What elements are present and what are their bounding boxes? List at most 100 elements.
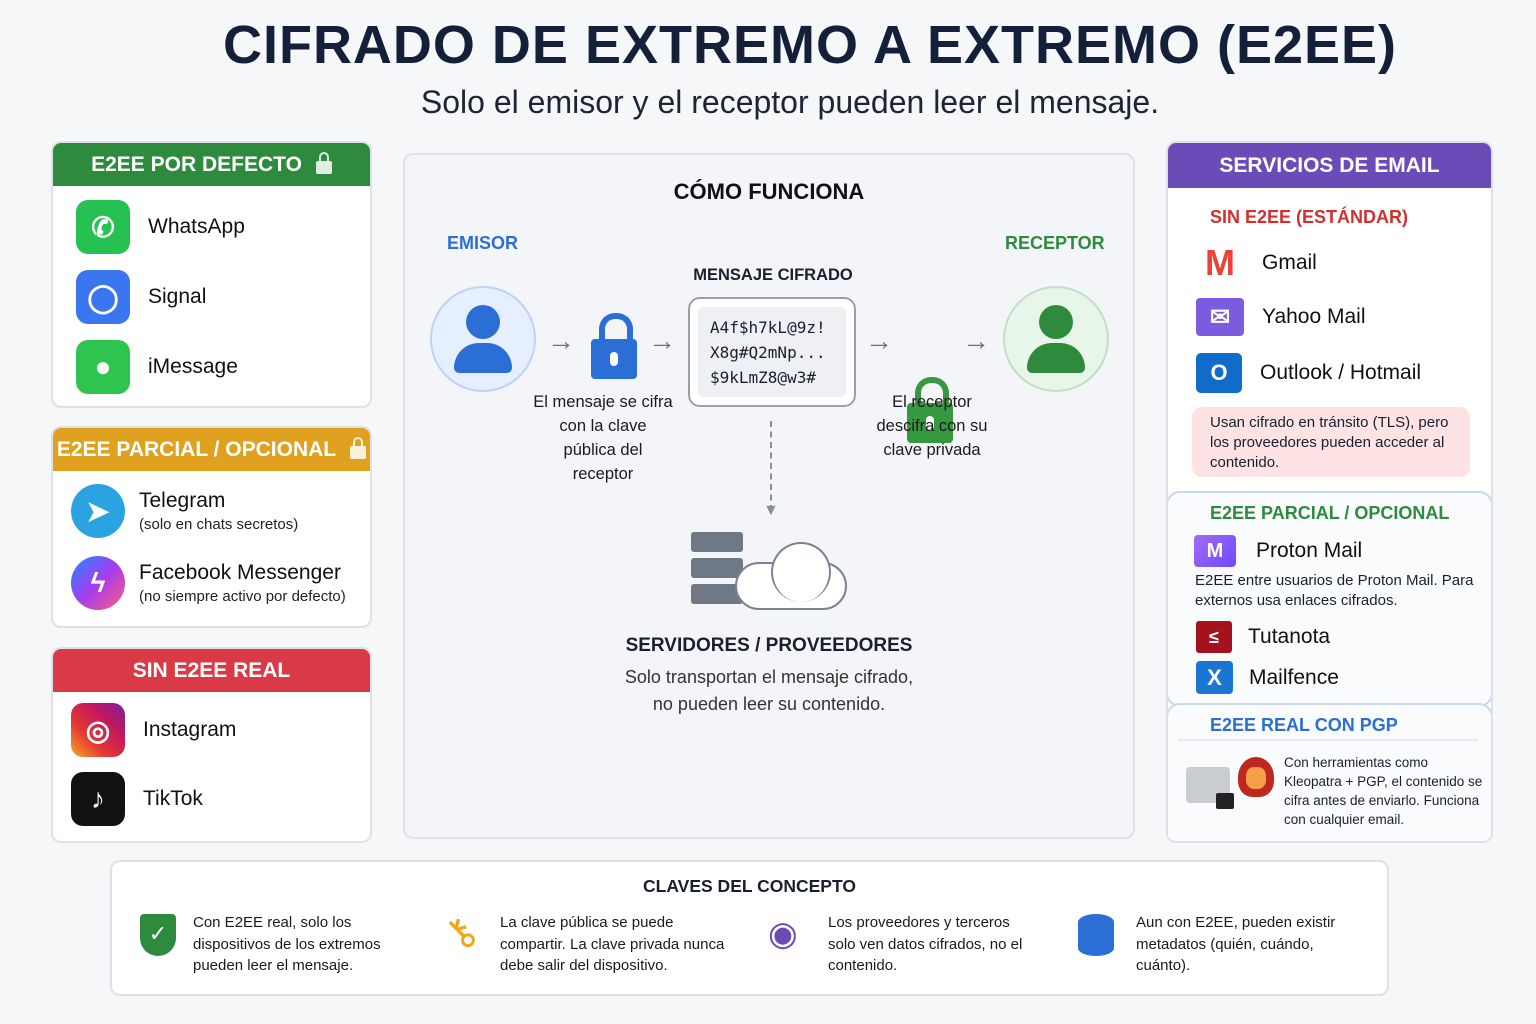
cipher-line: A4f$h7kL@9z! [710, 318, 826, 337]
email-name: Tutanota [1248, 625, 1331, 648]
standard-title: SIN E2EE (ESTÁNDAR) [1210, 207, 1409, 227]
outlook-icon: O [1196, 353, 1242, 393]
cipher-label: MENSAJE CIFRADO [693, 266, 853, 284]
public-lock-icon [591, 313, 637, 379]
email-gmail: M Gmail [1196, 242, 1317, 283]
concept-text: Con E2EE real, solo los dispositivos de … [193, 914, 381, 974]
page-subtitle: Solo el emisor y el receptor pueden leer… [420, 84, 1160, 120]
app-name: Facebook Messenger [139, 561, 341, 584]
pgp-text: Con herramientas como Kleopatra + PGP, e… [1284, 755, 1483, 827]
app-note: (solo en chats secretos) [139, 516, 299, 533]
arrow-icon: → [865, 325, 893, 356]
tiktok-icon: ♪ [71, 772, 125, 826]
arrow-icon: → [962, 325, 990, 356]
panel-header: E2EE PARCIAL / OPCIONAL [53, 428, 370, 471]
header-label: E2EE POR DEFECTO [91, 152, 302, 176]
arrow-icon: → [547, 325, 575, 356]
receiver-avatar-icon [1003, 286, 1109, 392]
sender-avatar-icon [430, 286, 536, 392]
panel-no-e2ee: SIN E2EE REAL ◎ Instagram ♪ TikTok [51, 647, 372, 843]
cipher-line: X8g#Q2mNp... [710, 343, 826, 362]
panel-header: SIN E2EE REAL [53, 649, 370, 692]
cipher-box: A4f$h7kL@9z! X8g#Q2mNp... $9kLmZ8@w3# [688, 297, 856, 407]
encrypt-caption: El mensaje se cifra con la clave pública… [533, 393, 673, 483]
panel-e2ee-partial: E2EE PARCIAL / OPCIONAL ➤ Telegram (solo e… [51, 426, 372, 628]
app-messenger: ϟ Facebook Messenger (no siempre activo po… [71, 556, 346, 610]
lock-icon [315, 152, 332, 174]
email-tutanota: ≤ Tutanota [1196, 621, 1330, 653]
app-name: WhatsApp [148, 215, 245, 238]
concept-text: Aun con E2EE, pueden existir metadatos (… [1136, 914, 1336, 974]
page-title: CIFRADO DE EXTREMO A EXTREMO (E2EE) [222, 15, 1398, 75]
partial-title: E2EE PARCIAL / OPCIONAL [1210, 503, 1450, 523]
signal-icon: ◯ [76, 270, 130, 324]
imessage-icon: ● [76, 340, 130, 394]
proton-mail-icon: M [1194, 535, 1236, 567]
messenger-icon: ϟ [71, 556, 125, 610]
cipher-line: $9kLmZ8@w3# [710, 368, 816, 387]
kleopatra-icon [1238, 757, 1274, 797]
app-name: TikTok [143, 787, 203, 810]
panel-header: E2EE POR DEFECTO [53, 143, 370, 186]
arrow-icon: → [648, 325, 676, 356]
email-name: Mailfence [1249, 665, 1339, 689]
telegram-icon: ➤ [71, 484, 125, 538]
dashed-connector [770, 421, 772, 511]
email-services-panel: SERVICIOS DE EMAIL SIN E2EE (ESTÁNDAR) M… [1166, 141, 1493, 843]
gmail-icon: M [1196, 242, 1244, 283]
app-imessage: ● iMessage [76, 340, 238, 394]
app-telegram: ➤ Telegram (solo en chats secretos) [71, 484, 298, 538]
locked-envelope-icon [1186, 767, 1234, 809]
email-name: Yahoo Mail [1262, 305, 1366, 328]
tutanota-icon: ≤ [1196, 621, 1232, 653]
email-partial-section: E2EE PARCIAL / OPCIONAL M Proton Mail E2E… [1168, 491, 1491, 707]
servers-title: SERVIDORES / PROVEEDORES [625, 635, 913, 656]
email-name: Proton Mail [1256, 539, 1363, 562]
app-tiktok: ♪ TikTok [71, 772, 203, 826]
footer-title: CLAVES DEL CONCEPTO [643, 876, 856, 896]
app-name: iMessage [148, 355, 238, 378]
whatsapp-icon: ✆ [76, 200, 130, 254]
standard-note: Usan cifrado en tránsito (TLS), pero los… [1192, 407, 1470, 477]
yahoo-mail-icon: ✉ [1196, 298, 1244, 336]
email-pgp-section: E2EE REAL CON PGP Con herramientas como … [1168, 703, 1491, 841]
app-instagram: ◎ Instagram [71, 703, 236, 757]
lock-icon [350, 437, 367, 459]
mailfence-icon: X [1196, 661, 1233, 694]
concept-text: Los proveedores y terceros solo ven dato… [828, 914, 1023, 974]
email-name: Outlook / Hotmail [1260, 361, 1422, 384]
email-yahoo: ✉ Yahoo Mail [1196, 298, 1366, 336]
panel-e2ee-default: E2EE POR DEFECTO ✆ WhatsApp ◯ Signal ● iMes… [51, 141, 372, 408]
servers-text: Solo transportan el mensaje cifrado, [624, 667, 914, 687]
app-name: Telegram [139, 489, 226, 512]
sender-label: EMISOR [447, 233, 519, 253]
app-name: Signal [148, 285, 207, 308]
header-label: E2EE PARCIAL / OPCIONAL [56, 437, 337, 461]
instagram-icon: ◎ [71, 703, 125, 757]
panel-header: SERVICIOS DE EMAIL [1168, 143, 1491, 188]
eye-off-icon: ◉ [768, 915, 798, 953]
section-title: CÓMO FUNCIONA [673, 179, 865, 204]
servers-text: no pueden leer su contenido. [652, 694, 886, 714]
server-cloud-icon [691, 532, 847, 610]
concept-text: La clave pública se puede compartir. La … [500, 914, 725, 974]
app-name: Instagram [143, 718, 237, 741]
shield-check-icon: ✓ [140, 914, 176, 956]
email-proton: M Proton Mail [1194, 535, 1362, 567]
app-note: (no siempre activo por defecto) [139, 588, 346, 605]
database-icon [1078, 914, 1114, 956]
email-mailfence: X Mailfence [1196, 661, 1339, 694]
pgp-title: E2EE REAL CON PGP [1210, 715, 1398, 735]
header-label: SIN E2EE REAL [132, 658, 291, 682]
app-whatsapp: ✆ WhatsApp [76, 200, 245, 254]
app-signal: ◯ Signal [76, 270, 206, 324]
email-name: Gmail [1262, 251, 1317, 274]
email-outlook: O Outlook / Hotmail [1196, 353, 1421, 393]
proton-note: E2EE entre usuarios de Proton Mail. Para… [1195, 572, 1474, 609]
receiver-label: RECEPTOR [1005, 233, 1105, 253]
how-it-works-panel: CÓMO FUNCIONA EMISOR RECEPTOR MENSAJE CI… [403, 153, 1135, 839]
key-concepts-panel: CLAVES DEL CONCEPTO ✓ Con E2EE real, sol… [110, 860, 1389, 996]
key-icon: ⚷ [434, 907, 487, 959]
arrow-down-icon: ▼ [763, 502, 779, 519]
private-lock-icon [907, 377, 953, 443]
